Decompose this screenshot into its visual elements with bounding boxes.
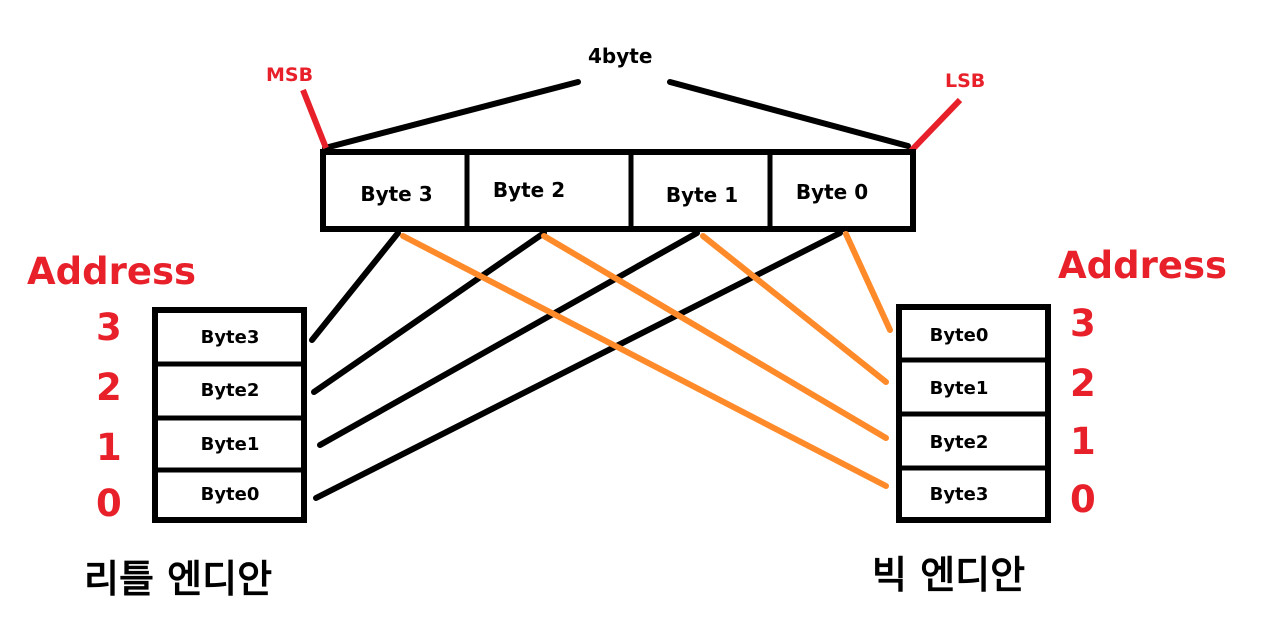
big-endian-cell-address-2: Byte1: [929, 378, 989, 399]
little-endian-cell-2: Byte2: [200, 380, 260, 401]
msb-pointer-line: [300, 88, 329, 150]
little-endian-map-byte2: [311, 230, 547, 395]
big-endian-map-byte1: [700, 233, 889, 385]
big-endian-address-title: Address: [1058, 244, 1227, 287]
msb-label: MSB: [266, 64, 314, 86]
word-box: [320, 149, 916, 232]
brace-left-line: [322, 79, 581, 151]
little-endian-label: 리틀 엔디안: [84, 557, 273, 601]
little-endian-address-1: 1: [96, 426, 122, 469]
little-endian-address-3: 3: [96, 306, 122, 349]
big-endian-address-1: 1: [1070, 420, 1096, 463]
big-endian-address-0: 0: [1070, 478, 1096, 521]
little-endian-cell-3: Byte3: [200, 327, 260, 348]
big-endian-map-byte0: [843, 231, 893, 333]
little-endian-address-0: 0: [96, 482, 122, 525]
big-endian-cell-address-3: Byte0: [929, 325, 989, 346]
word-byte-1: Byte 1: [665, 183, 739, 207]
word-size-label: 4byte: [588, 44, 653, 68]
little-endian-map-byte1: [317, 230, 700, 448]
brace-right-line: [667, 79, 911, 149]
little-endian-cell-1: Byte1: [200, 434, 260, 455]
big-endian-address-3: 3: [1070, 302, 1096, 345]
lsb-label: LSB: [945, 70, 986, 92]
big-endian-cell-address-0: Byte3: [929, 484, 989, 505]
little-endian-map-byte3: [309, 230, 401, 343]
big-endian-address-2: 2: [1070, 362, 1096, 405]
word-byte-3: Byte 3: [360, 182, 433, 206]
big-endian-label: 빅 엔디안: [872, 553, 1026, 597]
little-endian-address-title: Address: [27, 250, 196, 293]
big-endian-map-byte2: [541, 233, 889, 441]
little-endian-address-2: 2: [96, 366, 122, 409]
word-byte-0: Byte 0: [795, 180, 869, 204]
big-endian-cell-address-1: Byte2: [929, 432, 989, 453]
lsb-pointer-line: [905, 97, 963, 157]
big-endian-map-byte3: [400, 233, 889, 489]
word-byte-2: Byte 2: [492, 178, 566, 202]
little-endian-memory: [152, 307, 307, 523]
little-endian-cell-0: Byte0: [200, 484, 260, 505]
